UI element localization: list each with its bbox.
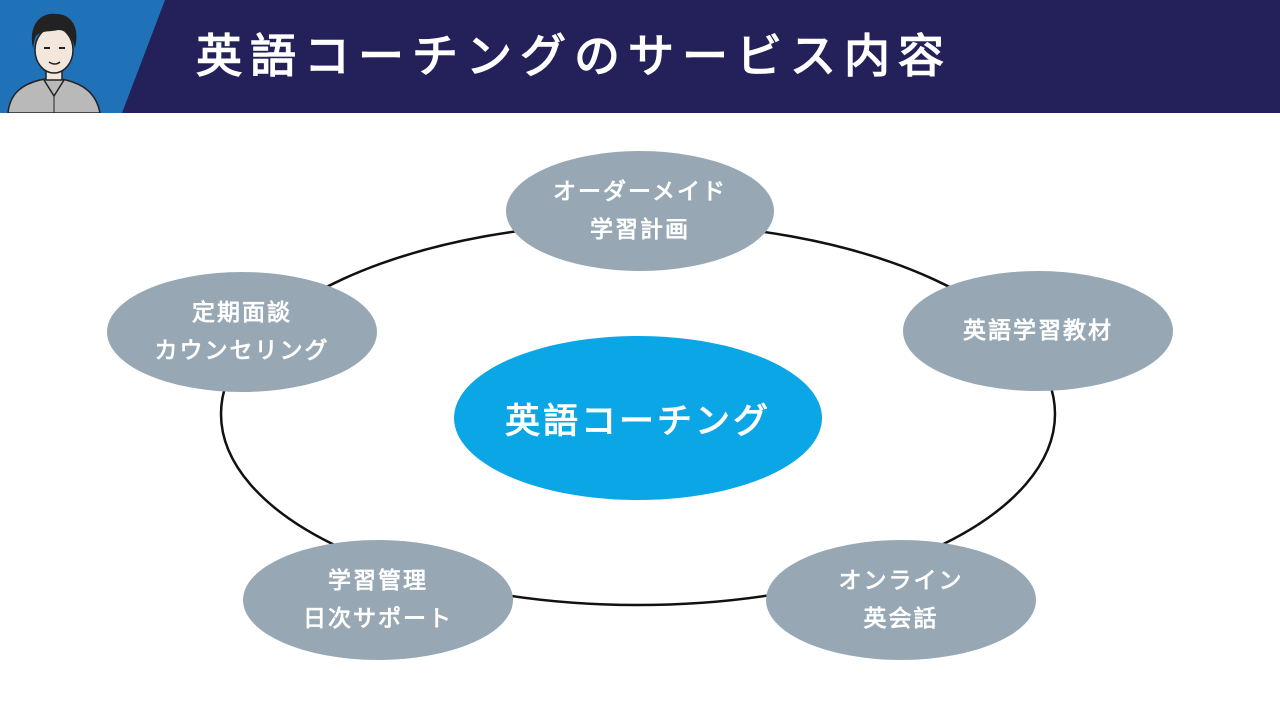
node-learning-materials-line1: 英語学習教材 <box>963 318 1113 344</box>
node-custom-plan: オーダーメイド 学習計画 <box>506 151 774 271</box>
page-title: 英語コーチングのサービス内容 <box>196 29 952 83</box>
node-regular-counseling-line1: 定期面談 <box>192 300 292 326</box>
node-regular-counseling: 定期面談 カウンセリング <box>107 272 377 392</box>
service-diagram: オーダーメイド 学習計画 英語学習教材 オンライン 英会話 学習管理 日次サポー… <box>0 113 1280 720</box>
center-node-label: 英語コーチング <box>504 401 771 442</box>
node-custom-plan-line2: 学習計画 <box>590 217 690 243</box>
node-learning-materials: 英語学習教材 <box>903 271 1173 391</box>
header-bar: 英語コーチングのサービス内容 <box>0 0 1280 113</box>
avatar-tab <box>0 0 165 113</box>
node-online-conversation-line1: オンライン <box>838 568 964 594</box>
node-regular-counseling-line2: カウンセリング <box>154 338 330 364</box>
node-custom-plan-line1: オーダーメイド <box>552 179 728 205</box>
node-online-conversation-line2: 英会話 <box>863 606 939 632</box>
center-node: 英語コーチング <box>454 336 822 500</box>
node-learning-management: 学習管理 日次サポート <box>243 540 513 660</box>
avatar-icon <box>7 13 101 113</box>
node-online-conversation: オンライン 英会話 <box>766 540 1036 660</box>
node-learning-management-line2: 日次サポート <box>303 606 453 632</box>
node-learning-management-line1: 学習管理 <box>328 568 428 594</box>
